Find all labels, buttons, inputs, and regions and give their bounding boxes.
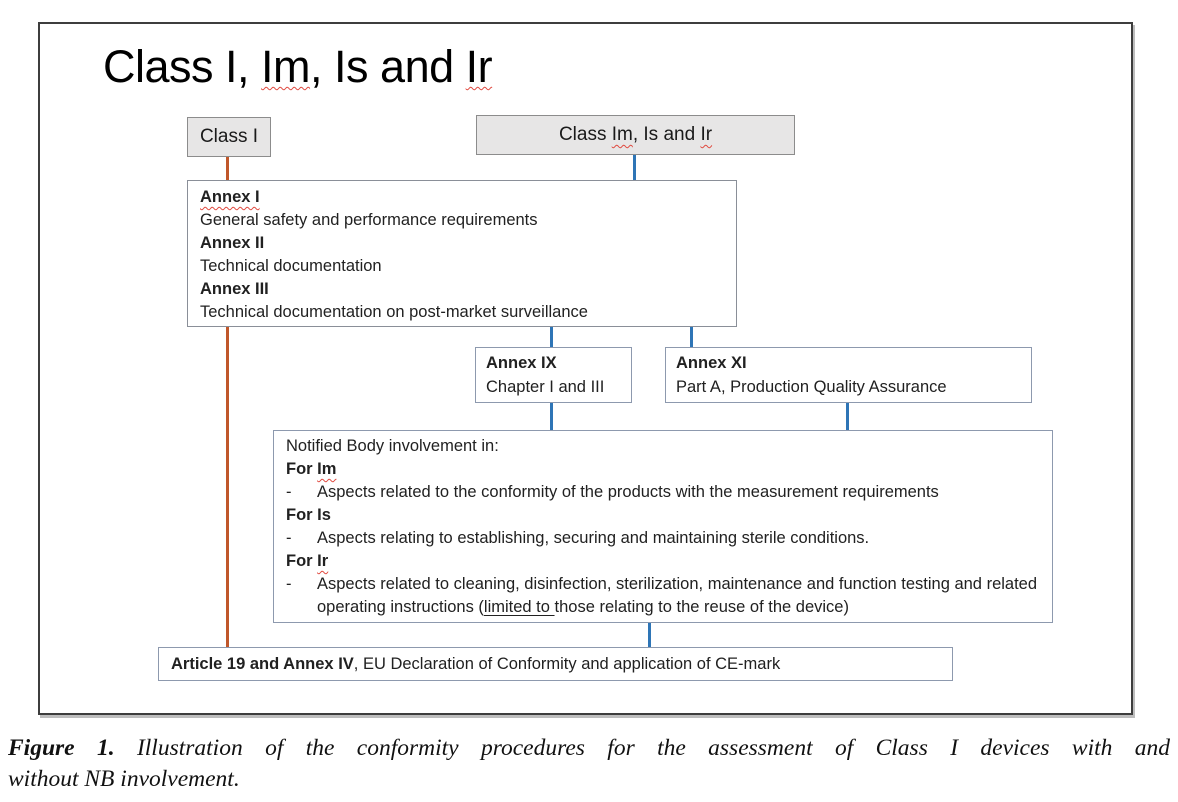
notified-for-ir: For Ir (286, 550, 1040, 573)
annex-entry-text: Technical documentation (200, 257, 382, 275)
article-19-label: Article 19 and Annex IV, EU Declaration … (171, 655, 780, 674)
caption-line-1: Figure 1. Illustration of the conformity… (8, 733, 1170, 764)
class-im-is-ir-node: Class Im, Is and Ir (476, 115, 795, 155)
for-ir-part: For (286, 552, 318, 570)
notified-for-im: For Im (286, 458, 1040, 481)
for-im-part: For (286, 460, 318, 478)
bullet-dash: - (286, 529, 292, 547)
article-19-rest: , EU Declaration of Conformity and appli… (353, 654, 781, 673)
annex-xi-text: Part A, Production Quality Assurance (676, 378, 947, 396)
bullet-dash: - (286, 483, 292, 501)
annex-xi-node: Annex XI Part A, Production Quality Assu… (665, 347, 1032, 403)
annex-entry-title: Annex II (200, 234, 265, 252)
annex-ix-title: Annex IX (486, 354, 557, 372)
ir-bullet-part: Aspects related to cleaning, disinfectio… (317, 575, 1038, 616)
connector-notified-to-article (648, 622, 651, 648)
bullet-text: Aspects relating to establishing, securi… (317, 529, 870, 547)
for-ir-ir: Ir (317, 552, 329, 570)
class-im-label-part: Class (558, 124, 612, 145)
diagram-title: Class I, Im, Is and Ir (103, 40, 493, 94)
connector-classim-to-annex (633, 155, 636, 181)
article-19-node: Article 19 and Annex IV, EU Declaration … (158, 647, 953, 681)
title-text: , Is and (310, 41, 466, 92)
notified-body-node: Notified Body involvement in: For Im - A… (273, 430, 1053, 623)
connector-annex-to-annexxi (690, 326, 693, 348)
annex-entry-text: Technical documentation on post-market s… (200, 303, 588, 321)
annex-xi-title: Annex XI (676, 354, 747, 372)
title-im: Im (261, 41, 311, 92)
connector-annexix-to-notified (550, 402, 553, 431)
annex-ix-node: Annex IX Chapter I and III (475, 347, 632, 403)
annex-requirements-node: Annex I General safety and performance r… (187, 180, 737, 327)
connector-annexxi-to-notified (846, 402, 849, 431)
bullet-text: Aspects related to cleaning, disinfectio… (317, 573, 1040, 619)
bullet-text: Aspects related to the conformity of the… (317, 483, 939, 501)
class-i-label: Class I (199, 126, 259, 147)
ir-bullet-underlined: limited to (483, 598, 555, 616)
connector-annex-to-annexix (550, 326, 553, 348)
caption-figure-label: Figure 1. (8, 735, 115, 761)
notified-im-bullet: - Aspects related to the conformity of t… (286, 481, 1040, 504)
title-ir: Ir (465, 41, 493, 92)
annex-ix-text: Chapter I and III (486, 378, 605, 396)
notified-ir-bullet: - Aspects related to cleaning, disinfect… (286, 573, 1040, 619)
class-im-label-part: , Is and (632, 124, 701, 145)
for-im-im: Im (317, 460, 337, 478)
article-19-bold: Article 19 and Annex IV (171, 654, 354, 673)
caption-line-2: without NB involvement. (8, 766, 240, 792)
class-i-node: Class I (187, 117, 271, 157)
annex-entry-text: General safety and performance requireme… (200, 211, 538, 229)
ir-bullet-part: those relating to the reuse of the devic… (554, 598, 849, 616)
class-im-label-im: Im (611, 124, 633, 145)
figure-caption: Figure 1. Illustration of the conformity… (8, 733, 1170, 795)
connector-class-i-to-article (226, 157, 229, 649)
bullet-dash: - (286, 575, 292, 593)
notified-intro: Notified Body involvement in: (286, 437, 499, 455)
title-text: Class I, (103, 41, 262, 92)
caption-text: Illustration of the conformity procedure… (114, 735, 1170, 761)
annex-entry-title: Annex I (200, 188, 260, 206)
class-im-label: Class Im, Is and Ir (559, 124, 712, 146)
class-im-label-ir: Ir (700, 124, 713, 145)
notified-is-bullet: - Aspects relating to establishing, secu… (286, 527, 1040, 550)
annex-entry-title: Annex III (200, 280, 269, 298)
notified-for-is: For Is (286, 506, 331, 524)
